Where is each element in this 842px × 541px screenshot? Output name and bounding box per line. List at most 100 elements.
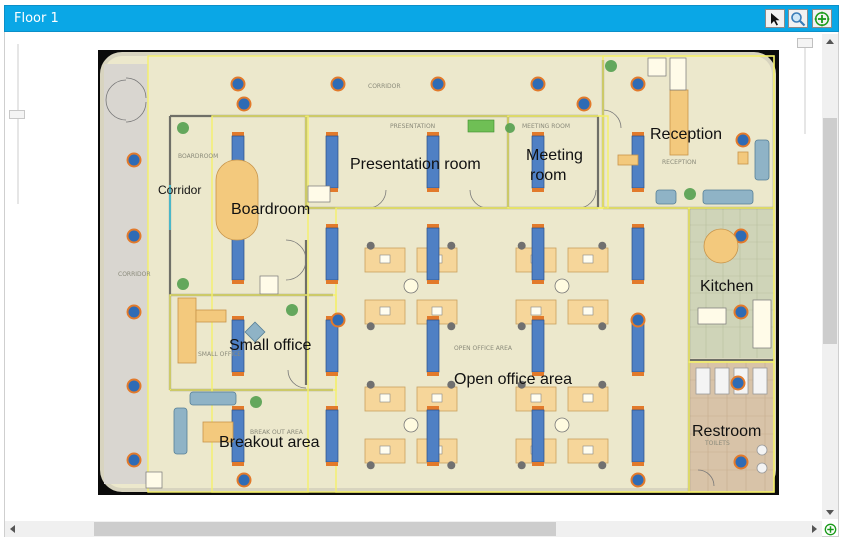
add-corner-icon[interactable]: [824, 523, 837, 536]
scroll-up-arrow-icon[interactable]: [823, 35, 837, 49]
cluster-hub: [403, 417, 419, 433]
room-label-restroom[interactable]: Restroom: [692, 423, 761, 440]
room-label-kitchen[interactable]: Kitchen: [700, 278, 753, 295]
plan-text-corridor-left: CORRIDOR: [118, 271, 151, 278]
column: [531, 227, 545, 281]
column-cap: [232, 280, 244, 284]
column-cap: [326, 406, 338, 410]
monitor: [582, 445, 594, 455]
monitor: [530, 393, 542, 403]
ceiling-light: [330, 312, 346, 328]
column-cap: [632, 188, 644, 192]
chair: [366, 461, 375, 470]
ceiling-light: [126, 452, 142, 468]
column: [325, 227, 339, 281]
monitor: [379, 393, 391, 403]
zoom-tool-button[interactable]: [788, 9, 808, 28]
chair: [598, 322, 607, 331]
room-label-reception[interactable]: Reception: [650, 126, 722, 143]
zoom-in-button[interactable]: [812, 9, 832, 28]
ceiling-light: [230, 76, 246, 92]
zoom-slider-track[interactable]: [17, 44, 19, 204]
room-label-boardroom[interactable]: Boardroom: [231, 201, 310, 218]
exit-sign: [467, 119, 495, 133]
monitor: [431, 306, 443, 316]
ceiling-light: [735, 132, 751, 148]
pointer-tool-button[interactable]: [765, 9, 785, 28]
room-label-breakout-area[interactable]: Breakout area: [219, 434, 320, 451]
column-cap: [427, 316, 439, 320]
room-label-meeting-room-line2[interactable]: room: [530, 167, 566, 184]
column-cap: [427, 132, 439, 136]
column-cap: [632, 224, 644, 228]
column-cap: [427, 372, 439, 376]
scroll-down-arrow-icon[interactable]: [823, 505, 837, 519]
column-cap: [427, 280, 439, 284]
scroll-right-arrow-icon[interactable]: [807, 522, 821, 536]
monitor: [431, 393, 443, 403]
column-cap: [326, 188, 338, 192]
plan-text-reception: RECEPTION: [662, 159, 696, 166]
monitor: [582, 393, 594, 403]
ceiling-light: [236, 96, 252, 112]
column: [631, 319, 645, 373]
sofas: [173, 139, 770, 455]
column-cap: [532, 224, 544, 228]
monitor: [379, 306, 391, 316]
desk: [567, 247, 609, 273]
room-label-open-office-area[interactable]: Open office area: [454, 371, 572, 388]
ceiling-light: [630, 76, 646, 92]
chair: [598, 461, 607, 470]
ceiling-light: [330, 76, 346, 92]
ceiling-light: [126, 228, 142, 244]
vertical-scrollbar[interactable]: [822, 34, 838, 519]
chair: [366, 380, 375, 389]
window-title: Floor 1: [14, 11, 59, 26]
column-cap: [632, 406, 644, 410]
column: [325, 319, 339, 373]
column-cap: [532, 406, 544, 410]
plan-text-open-office: OPEN OFFICE AREA: [454, 345, 513, 352]
scroll-left-arrow-icon[interactable]: [6, 522, 20, 536]
column-cap: [326, 372, 338, 376]
chair: [447, 322, 456, 331]
room-label-presentation-room[interactable]: Presentation room: [350, 156, 481, 173]
minimap-slider-track[interactable]: [804, 48, 806, 134]
ceiling-light: [630, 472, 646, 488]
plan-text-boardroom: BOARDROOM: [178, 153, 218, 160]
column-cap: [232, 132, 244, 136]
horizontal-scroll-thumb[interactable]: [94, 522, 556, 536]
chair: [447, 461, 456, 470]
room-label-corridor[interactable]: Corridor: [158, 183, 201, 197]
floor-plan[interactable]: CORRIDOR PRESENTATION MEETING ROOM RECEP…: [98, 50, 780, 496]
horizontal-scrollbar[interactable]: [5, 521, 822, 537]
cluster-hub: [554, 417, 570, 433]
zoom-slider-thumb[interactable]: [9, 110, 25, 119]
desks: [177, 89, 749, 443]
door-arcs: [105, 77, 715, 487]
room-label-meeting-room-line1[interactable]: Meeting: [526, 147, 583, 164]
column-cap: [232, 316, 244, 320]
chair: [366, 322, 375, 331]
room-label-small-office[interactable]: Small office: [229, 337, 312, 354]
column-cap: [427, 462, 439, 466]
column-cap: [427, 188, 439, 192]
chair: [598, 380, 607, 389]
minimap-slider-thumb[interactable]: [797, 38, 813, 48]
plan-text-break-out: BREAK OUT AREA: [250, 429, 304, 436]
column-cap: [532, 372, 544, 376]
column-cap: [232, 372, 244, 376]
column-cap: [632, 372, 644, 376]
chair: [447, 380, 456, 389]
chair: [447, 241, 456, 250]
ceiling-light: [630, 312, 646, 328]
column-cap: [427, 406, 439, 410]
vertical-scroll-thumb[interactable]: [823, 118, 837, 344]
column: [325, 135, 339, 189]
ceiling-light: [733, 304, 749, 320]
structural-columns: [231, 132, 645, 466]
ceiling-light: [126, 378, 142, 394]
ceiling-light: [126, 304, 142, 320]
monitor: [582, 306, 594, 316]
column-cap: [532, 316, 544, 320]
